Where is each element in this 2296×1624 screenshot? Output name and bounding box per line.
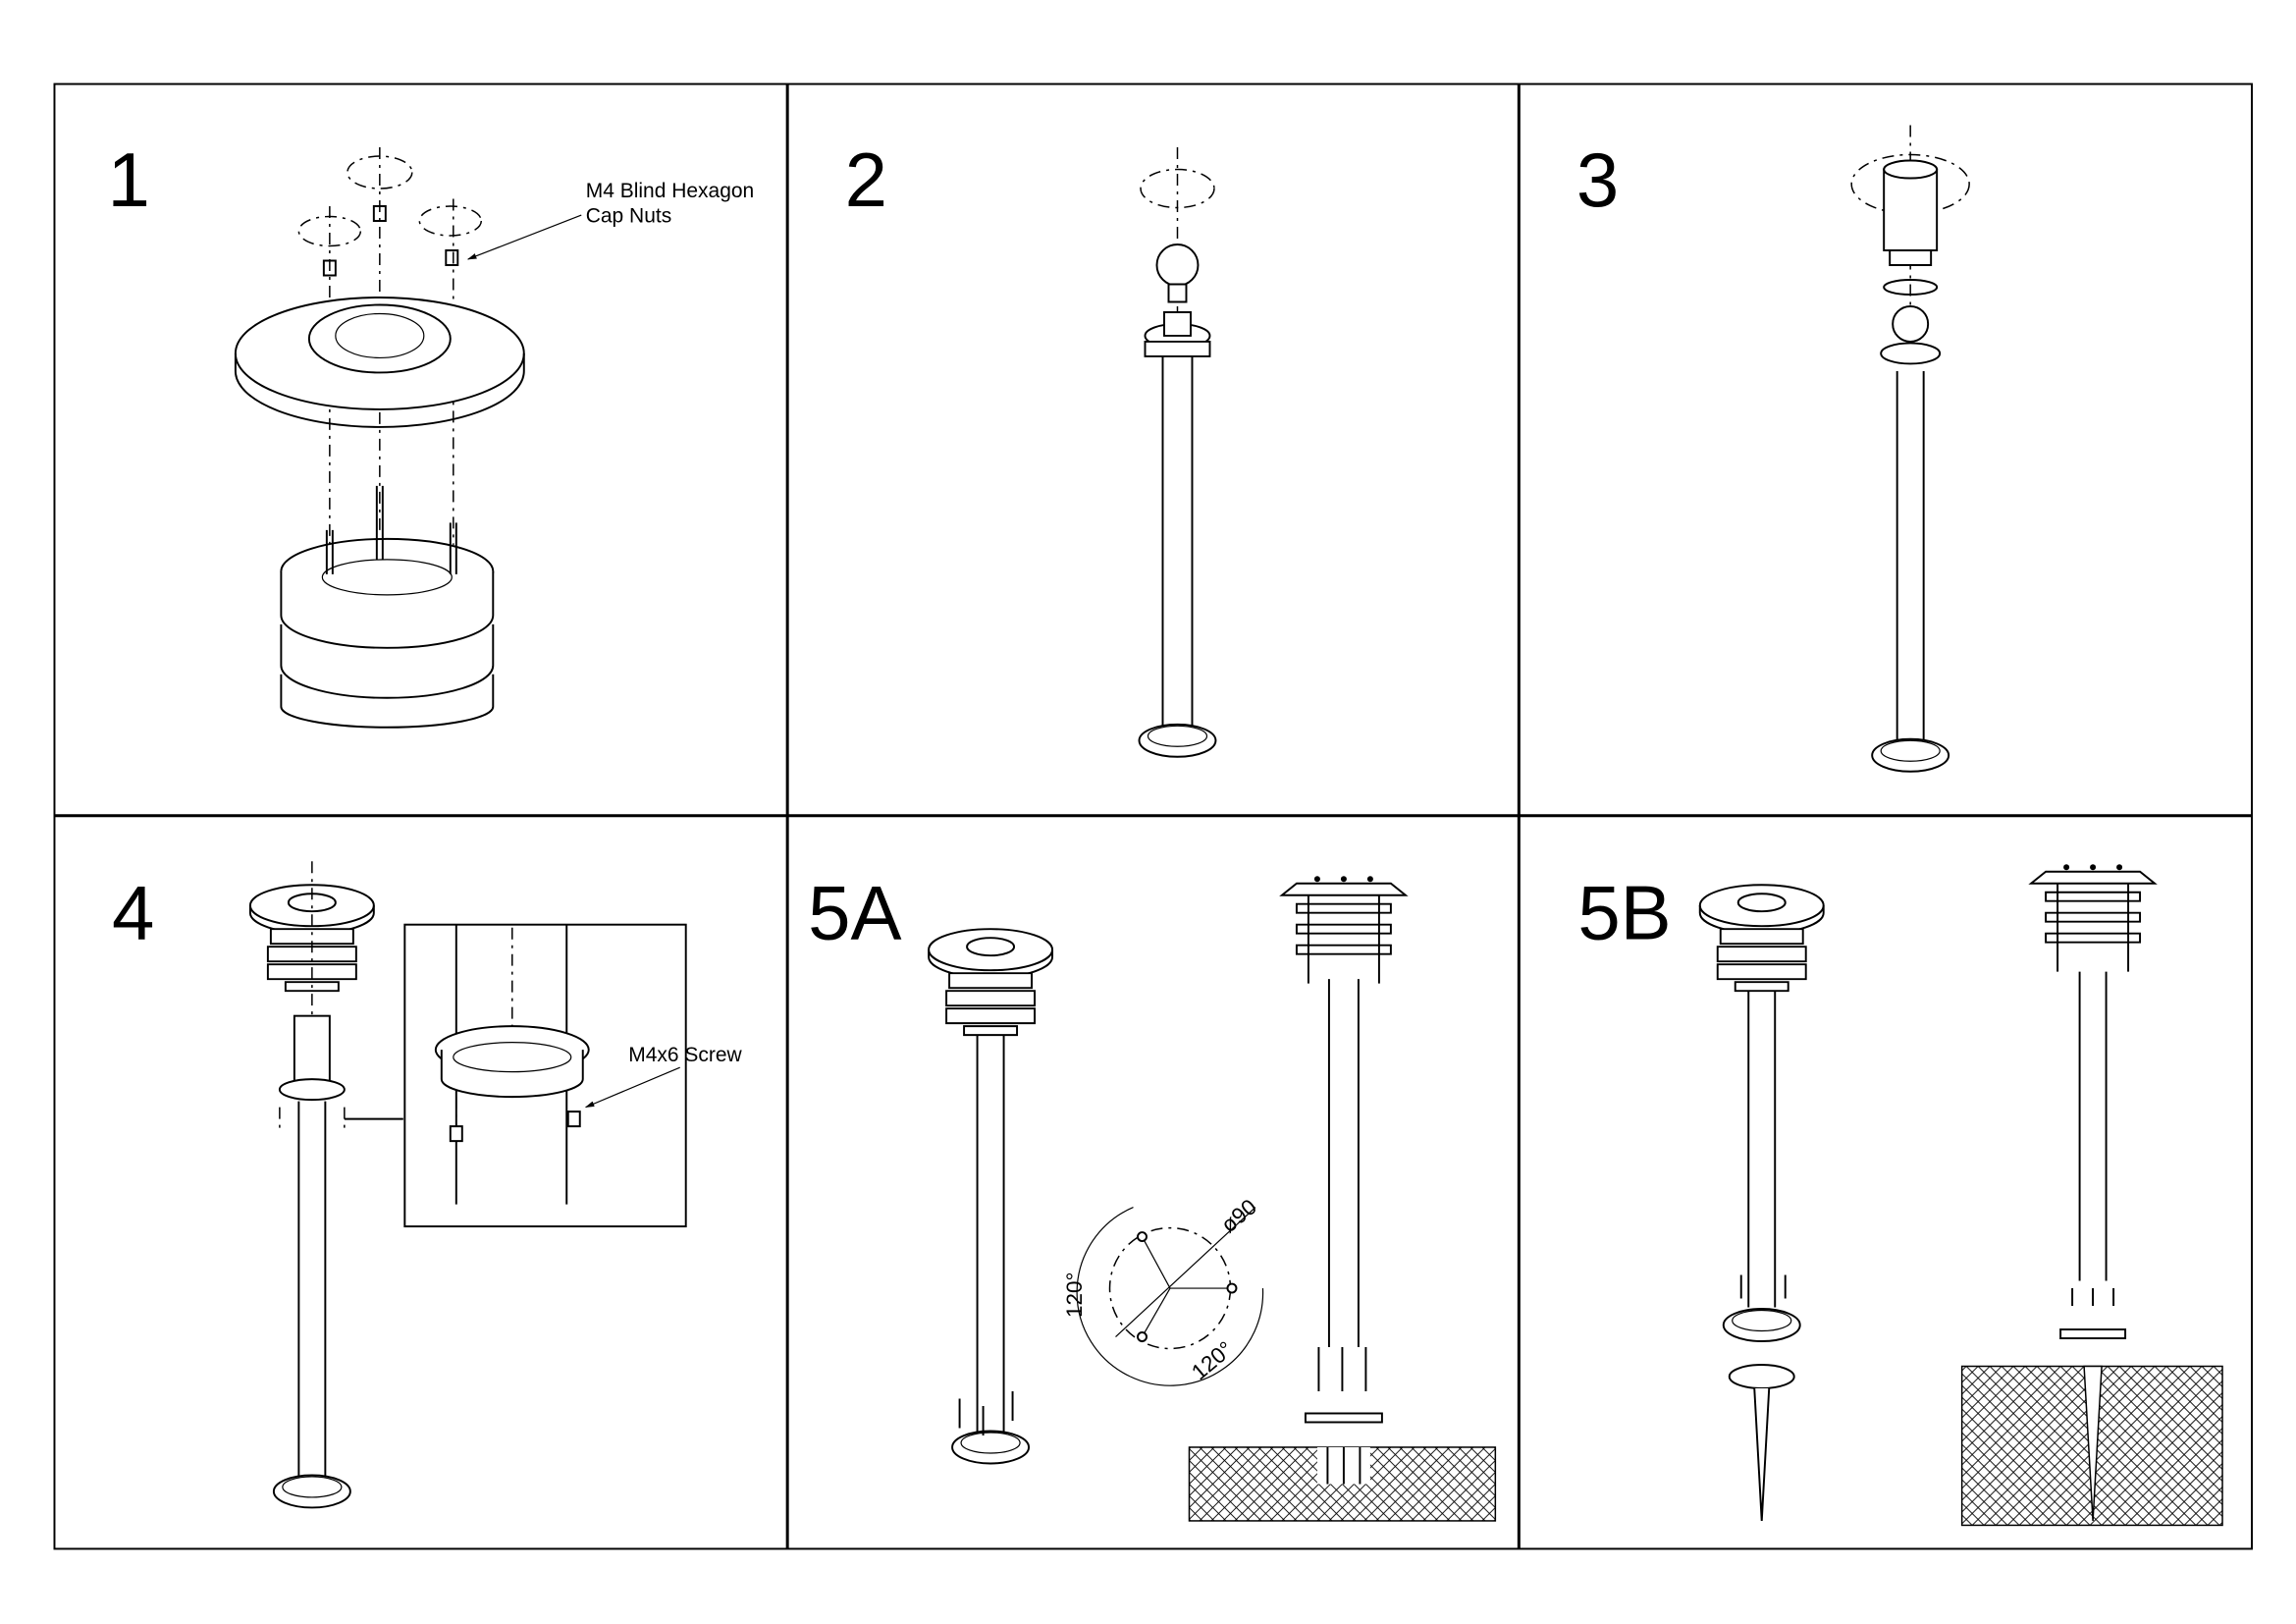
panel-5a: 5A 120° 120° ø90: [808, 870, 1497, 1522]
panel-grid: [53, 82, 2253, 1550]
panel-3: 3: [1576, 125, 1970, 773]
pole: [951, 1035, 1031, 1465]
angle-label-bottom: 120°: [1187, 1336, 1238, 1384]
glass-diffuser: [293, 1014, 331, 1091]
glass-diffuser: [1883, 159, 1939, 296]
screw-icon: [449, 1110, 581, 1143]
ground-block: [1960, 1365, 2223, 1527]
callout-cap-nuts-line1: M4 Blind Hexagon: [586, 180, 754, 202]
panel-1: 1 M4 Blind Hexagon Cap Nuts: [107, 136, 754, 729]
pole: [272, 1078, 351, 1509]
panel-2: 2: [845, 136, 1217, 758]
ground-spike: [1753, 1387, 1771, 1521]
ground-block: [1188, 1446, 1497, 1522]
step-number: 2: [845, 136, 887, 223]
step-number: 5B: [1577, 870, 1671, 956]
panel-5b: 5B: [1577, 863, 2223, 1527]
step-number: 3: [1576, 136, 1619, 223]
step-number: 4: [112, 870, 154, 956]
bulb-icon: [1892, 304, 1930, 343]
callout-cap-nuts-line2: Cap Nuts: [586, 205, 671, 228]
side-view-lamp: [2030, 863, 2157, 973]
mounting-hole-diagram: 120° 120° ø90: [1062, 1194, 1264, 1386]
step-number: 1: [107, 136, 149, 223]
side-view-lamp: [1280, 875, 1407, 985]
detail-inset: M4x6 Screw: [403, 923, 743, 1228]
panel-4: 4 M4x6 Screw: [112, 861, 743, 1509]
pole: [1722, 991, 1801, 1521]
step-number: 5A: [808, 870, 901, 956]
angle-label-left: 120°: [1062, 1272, 1087, 1319]
diameter-label: ø90: [1216, 1194, 1261, 1237]
pole: [1138, 310, 1217, 758]
louvre-body: [280, 485, 495, 729]
lamp-hood: [234, 296, 525, 428]
bulb-icon: [1155, 244, 1200, 303]
cap-nut-icon: [322, 205, 459, 277]
callout-screw: M4x6 Screw: [628, 1044, 742, 1066]
pole: [1871, 342, 1950, 773]
